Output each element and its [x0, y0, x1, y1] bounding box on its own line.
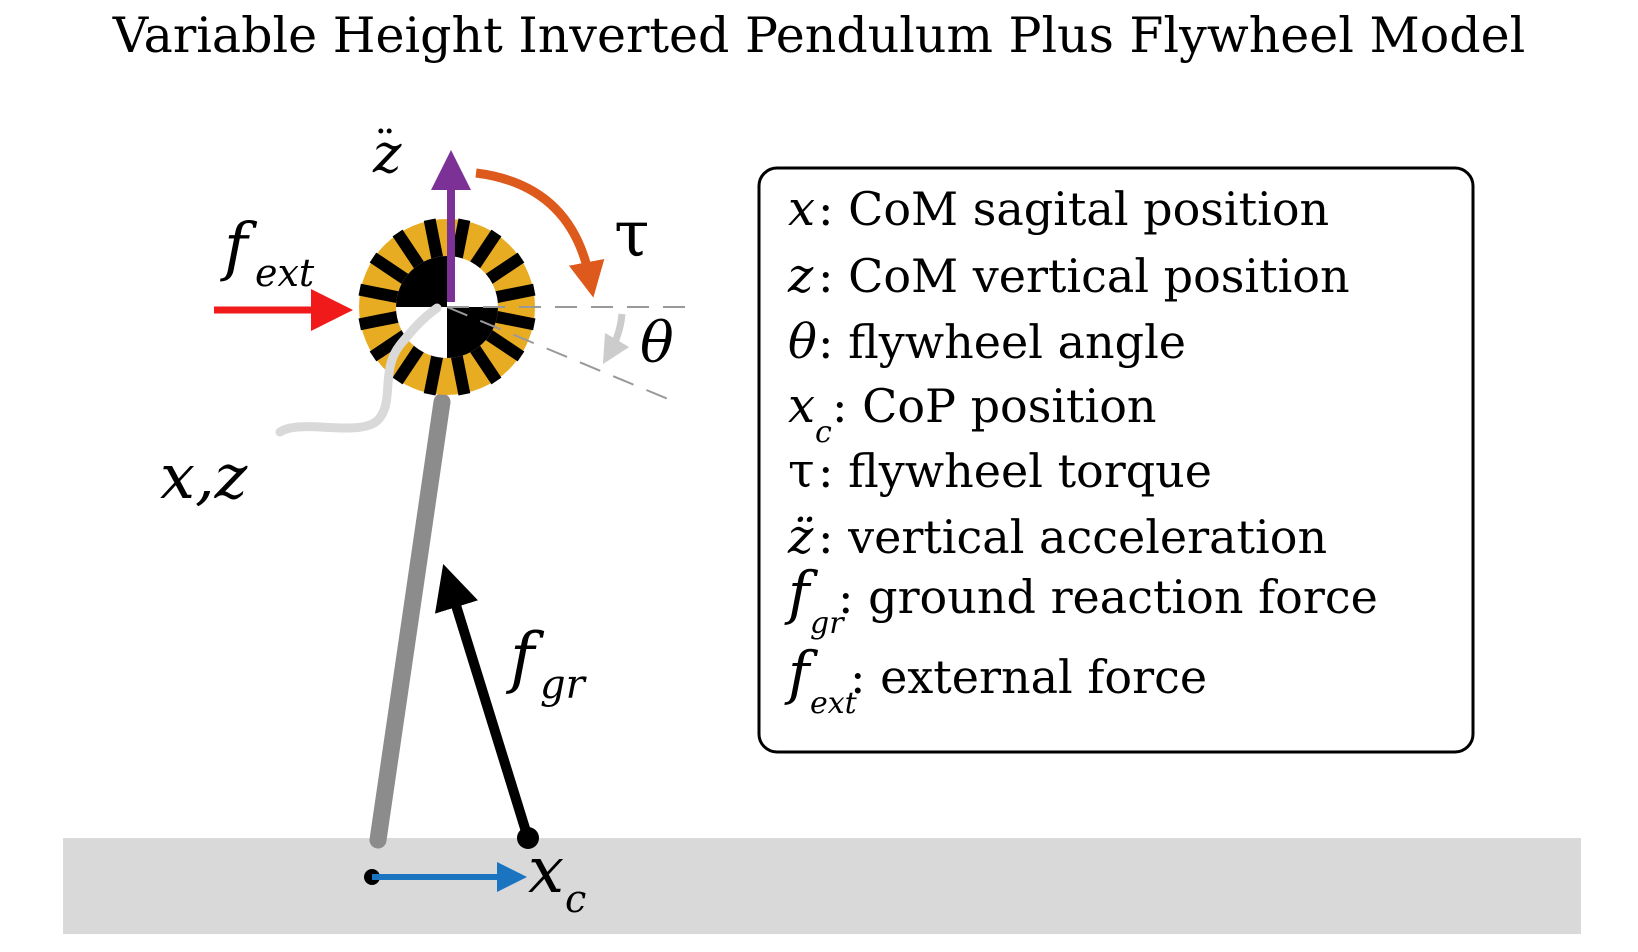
legend-description: : CoM sagital position [818, 182, 1329, 236]
zddot-letter: z [372, 122, 402, 185]
x-c-subscript: c [565, 877, 586, 921]
legend-description: : flywheel torque [818, 444, 1212, 498]
flywheel-spokes [358, 218, 536, 396]
legend-symbol: z̈ [787, 509, 814, 565]
x-c-letter: x [528, 834, 564, 908]
torque-arrow [475, 168, 605, 298]
legend-description: : ground reaction force [838, 570, 1378, 624]
label-com-position: x,z [160, 440, 248, 513]
flywheel-spoke [485, 329, 525, 362]
f-ext-subscript: ext [255, 251, 315, 295]
label-f-gr: f gr [505, 619, 588, 708]
flywheel-spoke [469, 345, 502, 385]
com-marker-tl [396, 256, 447, 307]
pendulum-leg [369, 393, 451, 849]
label-zddot: z ¨ [372, 122, 402, 185]
f-gr-letter: f [505, 619, 545, 696]
legend-description: : vertical acceleration [818, 510, 1327, 564]
legend-item: τ : flywheel torque [788, 443, 1212, 499]
flywheel-spoke [485, 252, 525, 285]
com-marker-br [447, 307, 498, 358]
legend-symbol: θ [788, 314, 817, 370]
grf-origin-dot [517, 827, 539, 849]
ground [63, 838, 1581, 934]
legend-symbol: x [788, 378, 815, 434]
legend-subscript: c [815, 415, 832, 450]
legend-description: : CoM vertical position [818, 249, 1350, 303]
label-f-ext: f ext [220, 210, 315, 295]
zddot-dots: ¨ [374, 122, 396, 173]
label-theta: θ [640, 311, 674, 376]
theta-arrow [602, 313, 630, 365]
flywheel-spoke [392, 345, 425, 385]
flywheel-spoke [369, 252, 409, 285]
legend-subscript: gr [810, 606, 845, 641]
legend-item: θ: flywheel angle [788, 314, 1186, 370]
legend-symbol: τ [788, 443, 815, 499]
legend-box [757, 166, 1475, 754]
f-ext-letter: f [220, 210, 258, 284]
label-tau: τ [614, 198, 649, 272]
legend-description: : external force [850, 650, 1207, 704]
diagram-title: Variable Height Inverted Pendulum Plus F… [112, 7, 1526, 64]
legend-symbol: z [787, 248, 814, 304]
legend-description: : flywheel angle [818, 315, 1186, 369]
legend-symbol: x [788, 181, 815, 237]
flywheel-spoke [358, 310, 400, 331]
legend-description: : CoP position [832, 379, 1157, 433]
flywheel-spoke [450, 218, 471, 260]
f-gr-subscript: gr [540, 662, 588, 708]
legend-subscript: ext [810, 686, 858, 721]
flywheel-spoke [450, 354, 471, 396]
legend-item: z : CoM vertical position [787, 248, 1350, 304]
flywheel-spoke [423, 354, 444, 396]
theta-reference-rotated [446, 306, 669, 400]
flywheel-spoke [494, 310, 536, 331]
flywheel-spoke [423, 218, 444, 260]
flywheel-spoke [469, 229, 502, 269]
com-pointer-curve [275, 303, 442, 437]
flywheel-spoke [392, 229, 425, 269]
label-x-c: x c [528, 834, 586, 921]
ground-reaction-force-arrow [435, 564, 533, 840]
flywheel-spoke [358, 283, 400, 304]
legend-item: x: CoM sagital position [788, 181, 1329, 237]
legend-item: z̈ : vertical acceleration [787, 509, 1327, 565]
flywheel-spoke [494, 283, 536, 304]
